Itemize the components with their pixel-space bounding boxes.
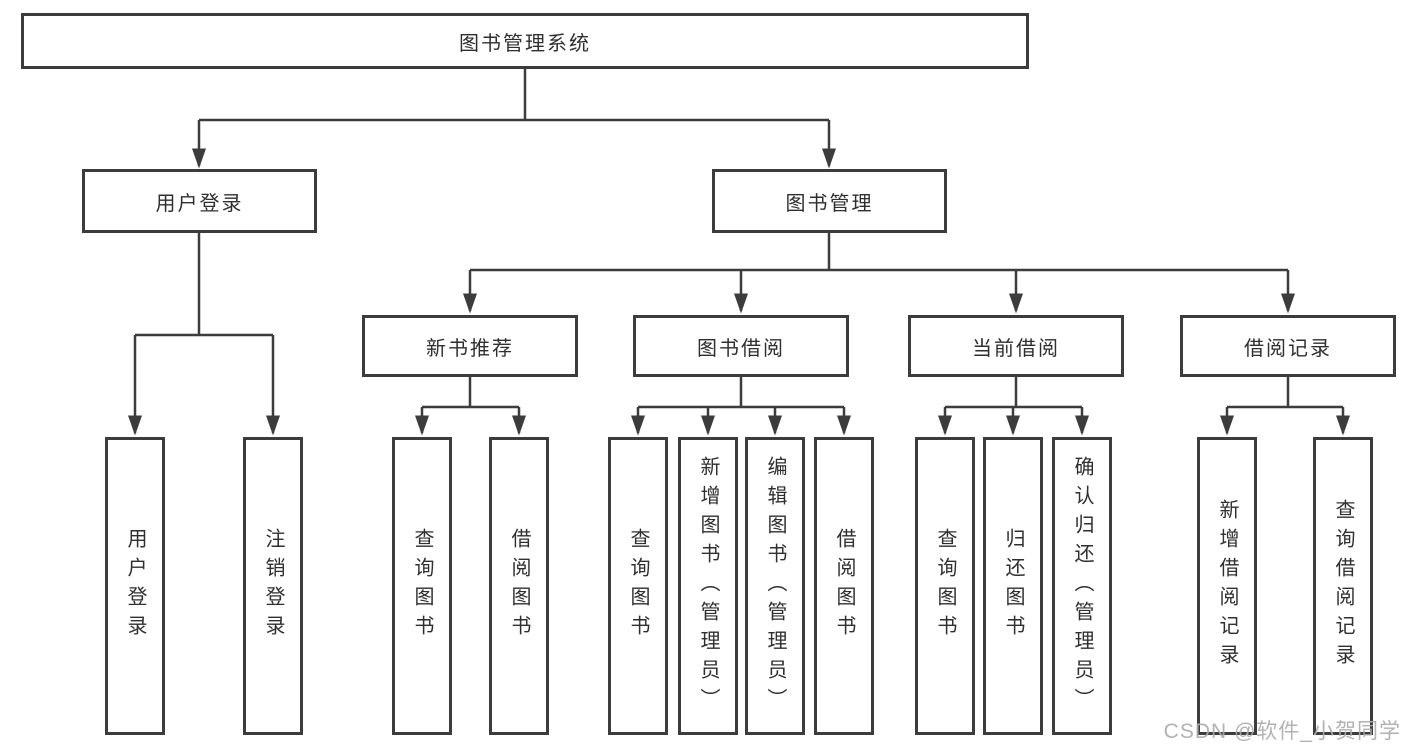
node-borrowing-records: 借阅记录 xyxy=(1180,315,1396,377)
node-logout: 注销登录 xyxy=(243,437,303,735)
node-confirm-return-admin: 确认归还（管理员） xyxy=(1052,437,1112,735)
node-label: 新书推荐 xyxy=(426,337,514,360)
node-query-borrow-record: 查询借阅记录 xyxy=(1313,437,1373,735)
node-label: 用户登录 xyxy=(155,192,244,215)
node-label: 查询图书 xyxy=(627,528,649,644)
node-add-books-admin: 新增图书（管理员） xyxy=(678,437,738,735)
node-label: 查询图书 xyxy=(411,528,433,644)
node-label: 图书借阅 xyxy=(697,337,785,360)
node-label: 新增借阅记录 xyxy=(1216,499,1238,673)
node-label: 图书管理 xyxy=(785,192,874,215)
node-label: 借阅图书 xyxy=(508,528,530,644)
node-label: 确认归还（管理员） xyxy=(1071,455,1093,717)
node-query-books-borrowing: 查询图书 xyxy=(608,437,668,735)
node-label: 新增图书（管理员） xyxy=(697,455,719,717)
node-current-borrowing: 当前借阅 xyxy=(908,315,1124,377)
node-query-books-recommend: 查询图书 xyxy=(392,437,452,735)
node-label: 编辑图书（管理员） xyxy=(764,455,786,717)
node-query-books-current: 查询图书 xyxy=(915,437,975,735)
node-book-management: 图书管理 xyxy=(712,169,947,233)
node-return-books: 归还图书 xyxy=(983,437,1043,735)
node-label: 查询图书 xyxy=(934,528,956,644)
node-new-book-recommendation: 新书推荐 xyxy=(362,315,578,377)
node-label: 注销登录 xyxy=(262,528,284,644)
node-add-borrow-record: 新增借阅记录 xyxy=(1197,437,1257,735)
node-label: 借阅记录 xyxy=(1244,337,1332,360)
node-label: 图书管理系统 xyxy=(459,32,591,55)
node-library-management-system: 图书管理系统 xyxy=(21,13,1029,69)
node-book-borrowing: 图书借阅 xyxy=(633,315,849,377)
node-label: 用户登录 xyxy=(124,528,146,644)
node-borrow-books-borrowing: 借阅图书 xyxy=(814,437,874,735)
node-user-login-leaf: 用户登录 xyxy=(105,437,165,735)
node-label: 当前借阅 xyxy=(972,337,1060,360)
node-borrow-books-recommend: 借阅图书 xyxy=(489,437,549,735)
csdn-watermark: CSDN @软件_小贺同学 xyxy=(1163,720,1401,743)
node-label: 查询借阅记录 xyxy=(1332,499,1354,673)
node-label: 归还图书 xyxy=(1002,528,1024,644)
node-label: 借阅图书 xyxy=(833,528,855,644)
node-user-login: 用户登录 xyxy=(82,169,317,233)
node-edit-books-admin: 编辑图书（管理员） xyxy=(745,437,805,735)
